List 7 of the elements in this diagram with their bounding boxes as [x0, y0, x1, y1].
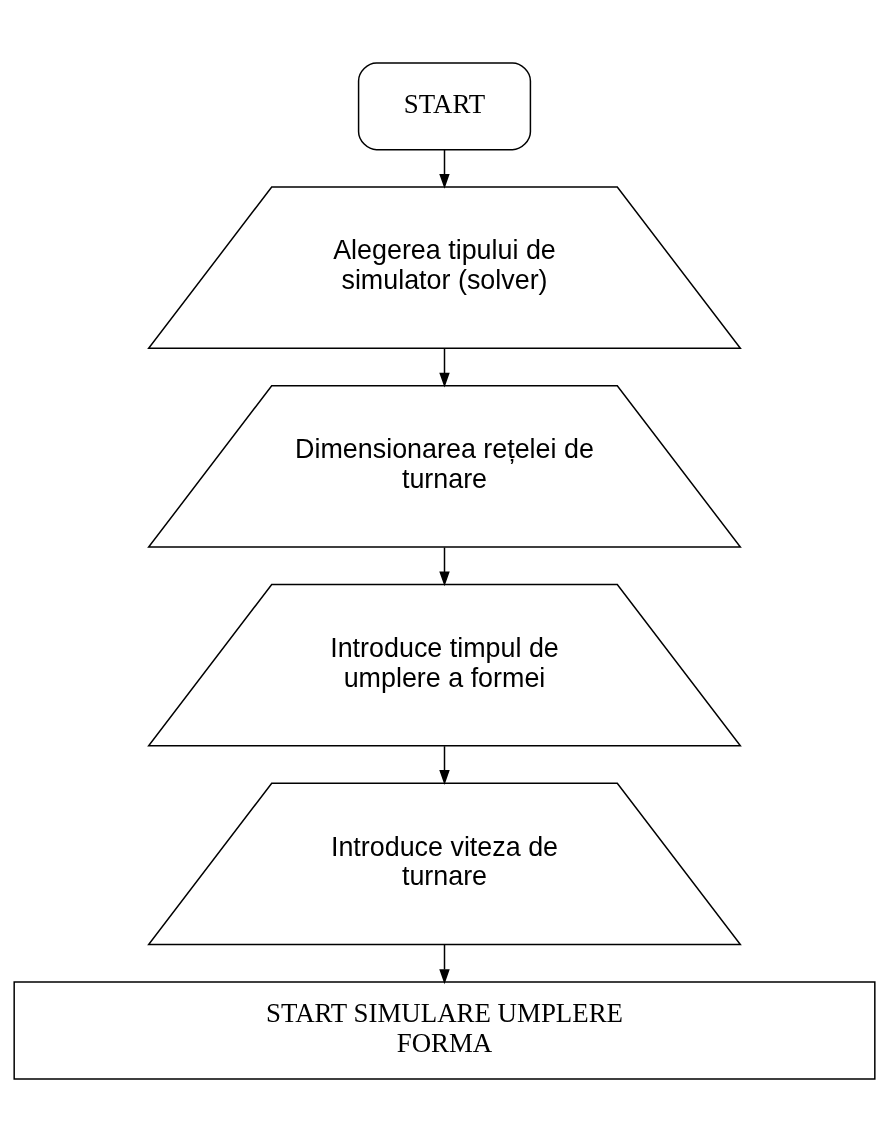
arrow [439, 347, 450, 388]
arrow [439, 546, 450, 586]
node-box: START SIMULARE UMPLERE FORMA [13, 980, 876, 1080]
node-box: START [357, 61, 532, 150]
arrow [439, 943, 450, 984]
arrow [439, 148, 450, 189]
arrow [439, 745, 450, 785]
